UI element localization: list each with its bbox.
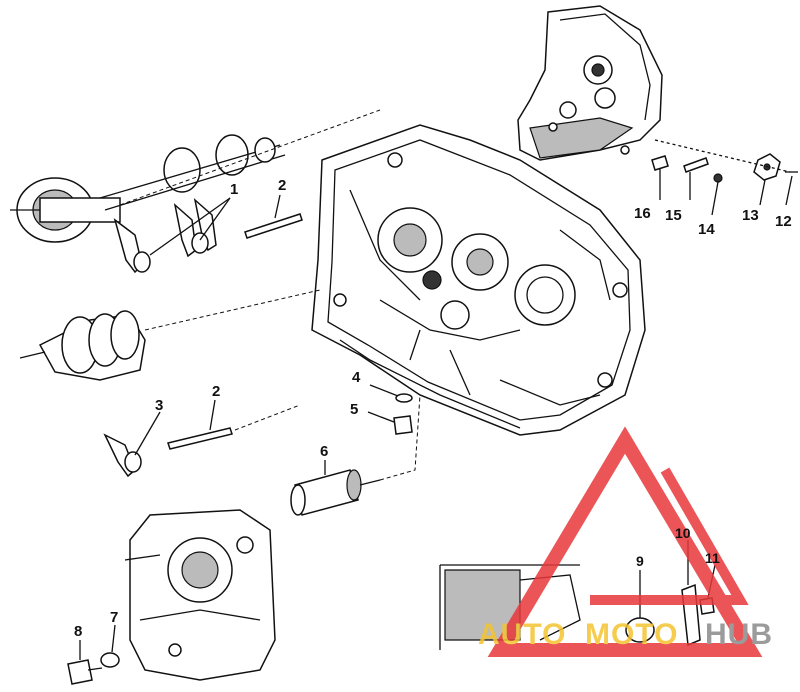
automotohub-logo: AUTO MOTO HUB <box>478 426 773 657</box>
crankcase-main <box>311 124 646 436</box>
callout-2-lower: 2 <box>212 383 220 400</box>
mainshaft-lower <box>19 289 321 381</box>
clutch-side-cover <box>517 5 663 161</box>
callout-13: 13 <box>742 207 759 224</box>
crankcase-left-half <box>124 509 276 681</box>
small-hardware-12-16 <box>651 139 798 216</box>
callout-14: 14 <box>698 221 715 238</box>
logo-triangle-outer <box>487 426 763 657</box>
callout-6: 6 <box>320 443 328 460</box>
plug-5 <box>367 411 413 435</box>
callout-16: 16 <box>634 205 651 222</box>
sensor-8 <box>67 640 103 685</box>
callout-1: 1 <box>230 181 238 198</box>
callout-8: 8 <box>74 623 82 640</box>
callout-12: 12 <box>775 213 792 230</box>
callout-15: 15 <box>665 207 682 224</box>
countershaft-upper <box>10 109 381 243</box>
callout-10: 10 <box>675 525 691 541</box>
logo-text-hub: HUB <box>705 618 773 651</box>
callout-7: 7 <box>110 609 118 626</box>
callout-5: 5 <box>350 401 358 418</box>
shift-drum-6 <box>290 394 421 516</box>
oil-seal-7 <box>100 624 120 668</box>
logo-triangle-inner <box>590 467 749 605</box>
washer-4 <box>369 384 413 403</box>
callout-3: 3 <box>155 397 163 414</box>
callout-2-upper: 2 <box>278 177 286 194</box>
logo-text-auto: AUTO <box>478 618 566 651</box>
callout-4: 4 <box>352 369 361 386</box>
callout-9: 9 <box>636 553 644 569</box>
inset-detail <box>439 540 716 650</box>
logo-text-moto: MOTO <box>585 618 678 651</box>
shift-rod-2-lower <box>167 399 301 450</box>
shift-forks-1 <box>113 197 231 274</box>
callout-11: 11 <box>705 550 720 566</box>
shift-rod-2-upper <box>244 194 303 239</box>
shift-fork-3 <box>103 411 161 478</box>
